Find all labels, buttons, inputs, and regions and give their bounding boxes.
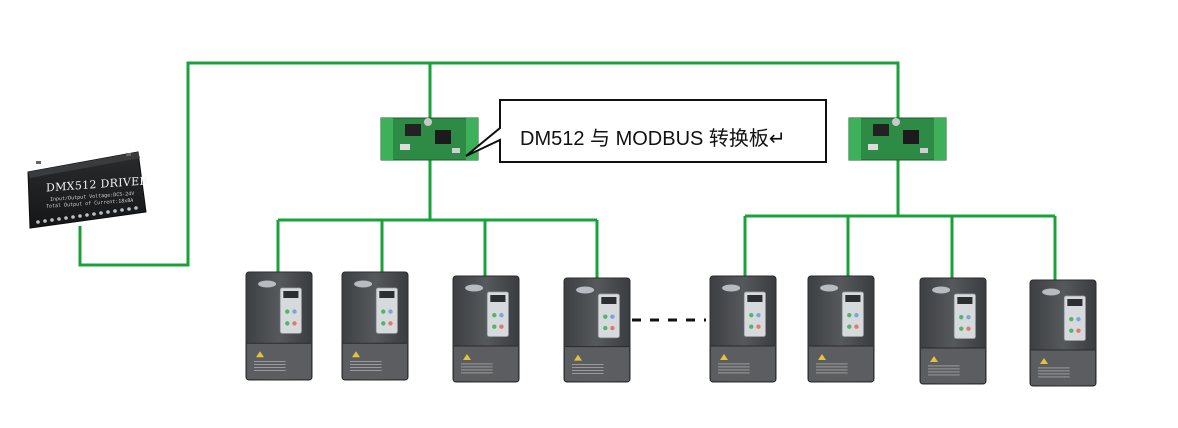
- wiring: [78, 61, 1057, 280]
- inverters: [245, 271, 1097, 387]
- frequency-inverter-5: [709, 275, 777, 383]
- frequency-inverter-3: [452, 275, 520, 383]
- frequency-inverter-4: [563, 277, 631, 383]
- converter-board-1: [380, 117, 479, 161]
- dmx512-driver-box: [27, 151, 147, 229]
- callout-box: [465, 99, 827, 163]
- driver-to-bus-wire: [78, 61, 900, 267]
- frequency-inverter-7: [919, 277, 987, 385]
- converter-board-2: [848, 117, 947, 161]
- frequency-inverter-8: [1029, 279, 1097, 387]
- frequency-inverter-6: [807, 275, 875, 383]
- frequency-inverter-2: [341, 271, 409, 381]
- frequency-inverter-1: [245, 271, 313, 381]
- callout-label: DM512 与 MODBUS 转换板↵: [520, 128, 786, 150]
